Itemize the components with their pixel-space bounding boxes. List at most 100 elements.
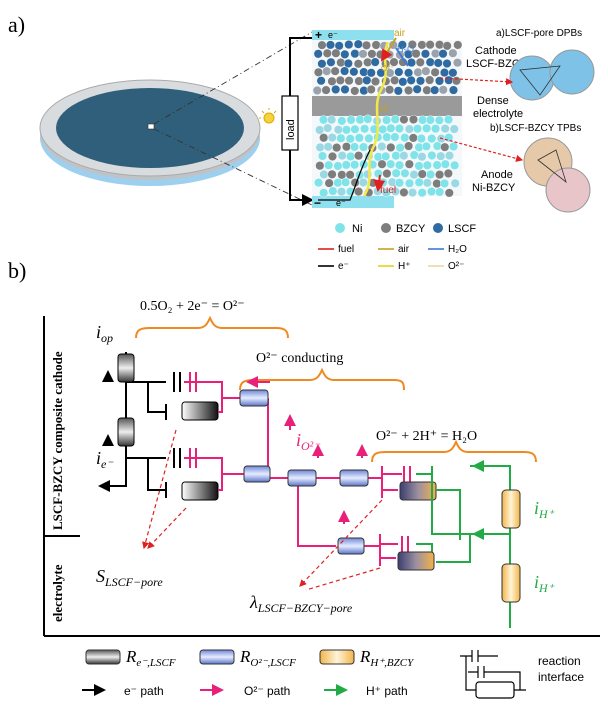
particle xyxy=(343,58,353,68)
electrolyte-label-1: Dense xyxy=(477,95,509,107)
e-top-label: e⁻ xyxy=(328,30,338,40)
h2o-label: H₂O xyxy=(397,44,414,54)
particle xyxy=(336,58,346,68)
particle xyxy=(354,187,364,197)
oxygen-ion-path-wires xyxy=(184,372,382,547)
particle xyxy=(331,48,341,58)
particle xyxy=(315,142,325,152)
legend-h-path: H⁺ path xyxy=(366,684,408,698)
particle xyxy=(333,125,343,135)
particle xyxy=(366,68,376,78)
particle xyxy=(400,168,410,178)
cathode-side-label: LSCF-BZCY composite cathode xyxy=(50,351,65,530)
particle xyxy=(426,169,436,179)
particle xyxy=(416,76,426,86)
particle xyxy=(345,134,355,144)
legend-o-path: O²⁻ path xyxy=(244,684,290,698)
particle xyxy=(435,187,445,197)
o2-label: O²⁻ xyxy=(381,64,394,73)
particle xyxy=(318,151,328,161)
particle xyxy=(444,151,454,161)
particle xyxy=(409,150,419,160)
i-o-label: iO²⁻ xyxy=(296,430,321,453)
particle xyxy=(422,160,432,170)
legend-h2o: H₂O xyxy=(448,244,467,255)
particle xyxy=(436,151,446,161)
particle xyxy=(422,123,432,133)
particle xyxy=(350,49,360,59)
particle xyxy=(382,115,392,125)
particle xyxy=(442,41,452,51)
anode-label-2: Ni-BZCY xyxy=(472,182,516,194)
particle xyxy=(448,85,458,95)
particle xyxy=(417,169,427,179)
particle xyxy=(450,160,460,170)
particle xyxy=(440,178,450,188)
s-lscf-pore-label: SLSCF−pore xyxy=(96,566,163,589)
fuel-label: fuel xyxy=(380,185,396,196)
proton-path-wires xyxy=(431,465,511,628)
i-e-label: ie⁻ xyxy=(96,448,114,471)
oxygen-ion-resistors xyxy=(239,389,369,555)
particle xyxy=(344,76,354,86)
external-circuit: load xyxy=(259,37,314,206)
particle xyxy=(337,116,347,126)
particle xyxy=(448,48,458,58)
particle xyxy=(363,114,373,124)
particle xyxy=(394,67,404,77)
particle xyxy=(404,85,414,95)
panel-b-frame xyxy=(43,316,600,637)
oxygen-ion-arrows xyxy=(246,376,368,524)
particle xyxy=(394,178,404,188)
equation-1: 0.5O₂ + 2e⁻ = O²⁻ xyxy=(140,299,245,314)
i-h-label-1: iH⁺ xyxy=(534,498,556,521)
particle xyxy=(421,141,431,151)
particle xyxy=(323,123,333,133)
particle xyxy=(354,151,364,161)
particle xyxy=(404,178,414,188)
particle xyxy=(421,66,431,76)
legend-h: H⁺ xyxy=(398,261,411,272)
equation-3: O²⁻ + 2H⁺ = H₂O xyxy=(376,429,477,444)
h-cap-blocks xyxy=(397,481,437,571)
hplus-label: H⁺ xyxy=(380,104,391,114)
particle xyxy=(400,133,410,143)
legend-fuel: fuel xyxy=(338,244,354,255)
particle xyxy=(342,142,352,152)
particle xyxy=(382,132,392,142)
legend-resistor-swatches xyxy=(85,649,355,665)
tpb-zoom xyxy=(523,137,591,213)
particle xyxy=(332,143,342,153)
particle xyxy=(438,49,448,59)
particle xyxy=(350,142,360,152)
legend-reaction-1: reaction xyxy=(538,654,581,668)
particle xyxy=(358,177,368,187)
particle xyxy=(319,169,329,179)
particle xyxy=(449,124,459,134)
particle xyxy=(395,160,405,170)
particle xyxy=(393,86,403,96)
legend-r-h: RH⁺,BZCY xyxy=(359,647,415,669)
particle xyxy=(324,160,334,170)
panel-a-label: a) xyxy=(8,12,25,37)
particle xyxy=(367,49,377,59)
path-legend xyxy=(318,248,444,267)
legend-ni: Ni xyxy=(352,223,362,235)
particle xyxy=(427,150,437,160)
particle xyxy=(434,115,444,125)
particle xyxy=(417,152,427,162)
particle xyxy=(425,57,435,67)
particle xyxy=(373,169,383,179)
particle xyxy=(408,133,418,143)
particle xyxy=(326,57,336,67)
particle xyxy=(321,85,331,95)
particle xyxy=(422,85,432,95)
particle xyxy=(354,76,364,86)
particle xyxy=(433,58,443,68)
particle xyxy=(435,170,445,180)
particle xyxy=(341,125,351,135)
particle xyxy=(346,115,356,125)
particle xyxy=(448,68,458,78)
proton-resistors xyxy=(501,489,521,603)
particle xyxy=(327,115,337,125)
